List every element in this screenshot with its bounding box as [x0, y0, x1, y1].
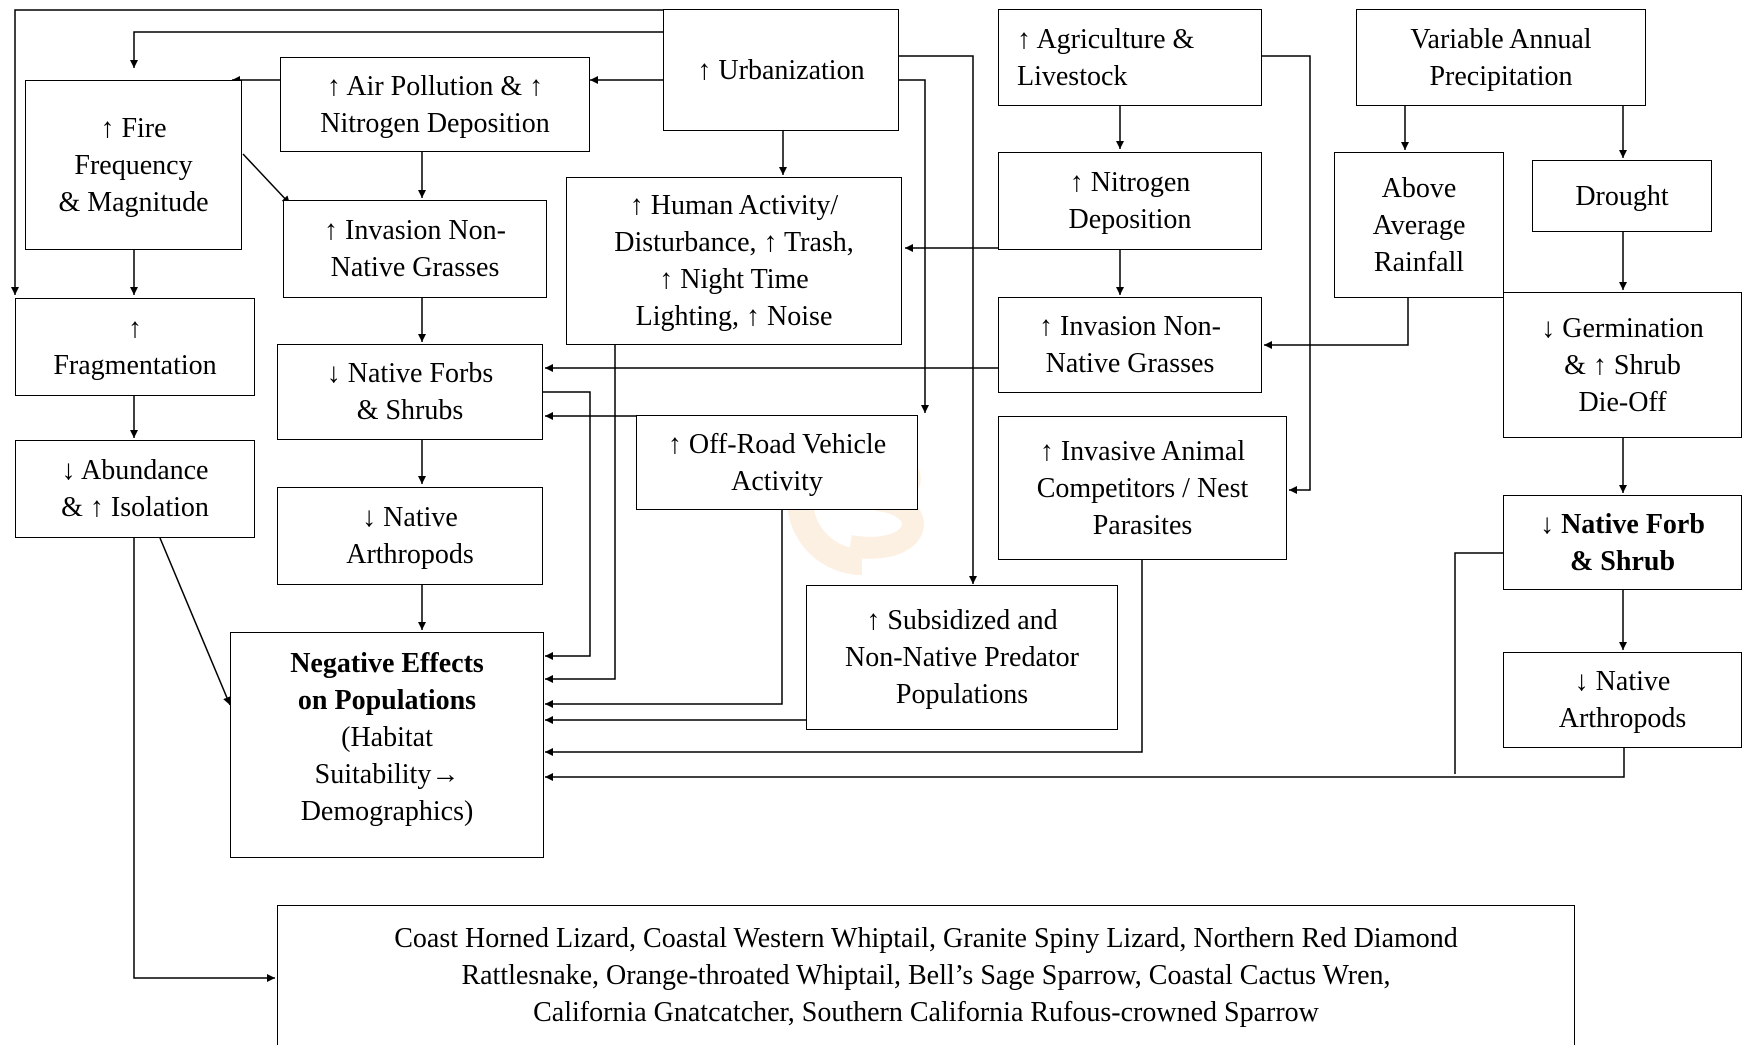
variable-precipitation-box: Variable Annual Precipitation [1356, 9, 1646, 106]
invasion-right-line: Native Grasses [1045, 348, 1215, 379]
air-pollution-line: Nitrogen Deposition [320, 107, 550, 139]
arthropods-left-line: Arthropods [346, 539, 474, 570]
subsidized-predators-box: ↑ Subsidized and Non-Native Predator Pop… [806, 585, 1118, 730]
germination-line: & ↑ Shrub [1564, 349, 1681, 381]
human-activity-line: ↑ Night Time [659, 264, 809, 295]
fire-line: & Magnitude [58, 186, 209, 218]
invasion-left-line: ↑ Invasion Non- [324, 215, 506, 246]
germination-line: Die-Off [1578, 386, 1667, 418]
nitrogen-line: ↑ Nitrogen [1069, 167, 1191, 198]
negative-effects-box: Negative Effects on Populations (Habitat… [230, 632, 544, 858]
native-arthropods-right-box: ↓ Native Arthropods [1503, 652, 1742, 748]
air-pollution-box: ↑ Air Pollution & ↑ Nitrogen Deposition [280, 57, 590, 152]
native-forb-shrub-right-box: ↓ Native Forb & Shrub [1503, 495, 1742, 590]
species-list-box: Coast Horned Lizard, Coastal Western Whi… [277, 905, 1575, 1045]
germination-line: ↓ Germination [1541, 312, 1704, 344]
off-road-line: ↑ Off-Road Vehicle [667, 428, 887, 460]
agriculture-line: Livestock [1017, 60, 1128, 92]
negative-effects-line: Demographics) [300, 796, 474, 827]
invasion-left-line: Native Grasses [330, 252, 500, 283]
fire-line: Frequency [74, 149, 193, 181]
invasive-animals-line: ↑ Invasive Animal [1039, 435, 1246, 467]
urbanization-line: ↑ Urbanization [697, 54, 865, 86]
above-average-line: Average [1372, 209, 1466, 241]
fragmentation-box: ↑ Fragmentation [15, 298, 255, 396]
fragmentation-line: Fragmentation [53, 350, 217, 381]
invasion-non-native-grasses-left-box: ↑ Invasion Non- Native Grasses [283, 200, 547, 298]
native-forb-right-line: ↓ Native Forb [1540, 508, 1705, 540]
abundance-isolation-box: ↓ Abundance & ↑ Isolation [15, 440, 255, 538]
agriculture-livestock-box: ↑ Agriculture & Livestock [998, 9, 1262, 106]
invasive-animals-line: Parasites [1092, 509, 1193, 541]
subsidized-line: Populations [895, 679, 1029, 710]
subsidized-line: Non-Native Predator [844, 642, 1080, 673]
invasion-non-native-grasses-right-box: ↑ Invasion Non- Native Grasses [998, 297, 1262, 393]
fragmentation-line: ↑ [128, 313, 142, 344]
negative-effects-line: Suitability→ [314, 759, 460, 790]
species-list-line: Rattlesnake, Orange-throated Whiptail, B… [461, 960, 1391, 991]
germination-shrub-die-off-box: ↓ Germination & ↑ Shrub Die-Off [1503, 292, 1742, 438]
above-average-rainfall-box: Above Average Rainfall [1334, 152, 1504, 298]
air-pollution-line: ↑ Air Pollution & ↑ [326, 70, 544, 102]
arthropods-right-line: Arthropods [1558, 703, 1687, 734]
negative-effects-title: on Populations [297, 685, 477, 716]
off-road-vehicle-box: ↑ Off-Road Vehicle Activity [636, 415, 918, 510]
drought-box: Drought [1532, 160, 1712, 232]
variable-precip-line: Precipitation [1429, 60, 1573, 92]
urbanization-box: ↑ Urbanization [663, 9, 899, 131]
fire-box: ↑ Fire Frequency & Magnitude [25, 80, 242, 250]
nitrogen-line: Deposition [1068, 204, 1192, 235]
abundance-line: & ↑ Isolation [61, 492, 209, 523]
native-forbs-left-line: ↓ Native Forbs [326, 358, 494, 389]
abundance-line: ↓ Abundance [61, 455, 209, 486]
native-forb-right-line: & Shrub [1569, 545, 1676, 577]
variable-precip-line: Variable Annual [1410, 23, 1592, 55]
arthropods-left-line: ↓ Native [362, 502, 458, 533]
invasion-right-line: ↑ Invasion Non- [1039, 311, 1221, 342]
off-road-line: Activity [731, 465, 823, 497]
negative-effects-title: Negative Effects [290, 648, 484, 679]
human-activity-line: Lighting, ↑ Noise [635, 301, 833, 332]
negative-effects-line: (Habitat [341, 722, 433, 753]
human-activity-line: Disturbance, ↑ Trash, [614, 227, 854, 258]
drought-line: Drought [1575, 180, 1669, 212]
native-forbs-left-line: & Shrubs [356, 395, 464, 426]
above-average-line: Rainfall [1373, 246, 1465, 278]
above-average-line: Above [1381, 172, 1457, 204]
agriculture-line: ↑ Agriculture & [1017, 23, 1195, 55]
human-activity-box: ↑ Human Activity/ Disturbance, ↑ Trash, … [566, 177, 902, 345]
native-forbs-shrubs-left-box: ↓ Native Forbs & Shrubs [277, 344, 543, 440]
nitrogen-deposition-box: ↑ Nitrogen Deposition [998, 152, 1262, 250]
subsidized-line: ↑ Subsidized and [866, 605, 1058, 636]
species-list-line: Coast Horned Lizard, Coastal Western Whi… [394, 923, 1458, 954]
invasive-animals-box: ↑ Invasive Animal Competitors / Nest Par… [998, 416, 1287, 560]
fire-line: ↑ Fire [100, 112, 167, 144]
human-activity-line: ↑ Human Activity/ [629, 190, 839, 221]
species-list-line: California Gnatcatcher, Southern Califor… [533, 997, 1319, 1028]
arthropods-right-line: ↓ Native [1574, 666, 1671, 697]
native-arthropods-left-box: ↓ Native Arthropods [277, 487, 543, 585]
invasive-animals-line: Competitors / Nest [1036, 472, 1249, 504]
